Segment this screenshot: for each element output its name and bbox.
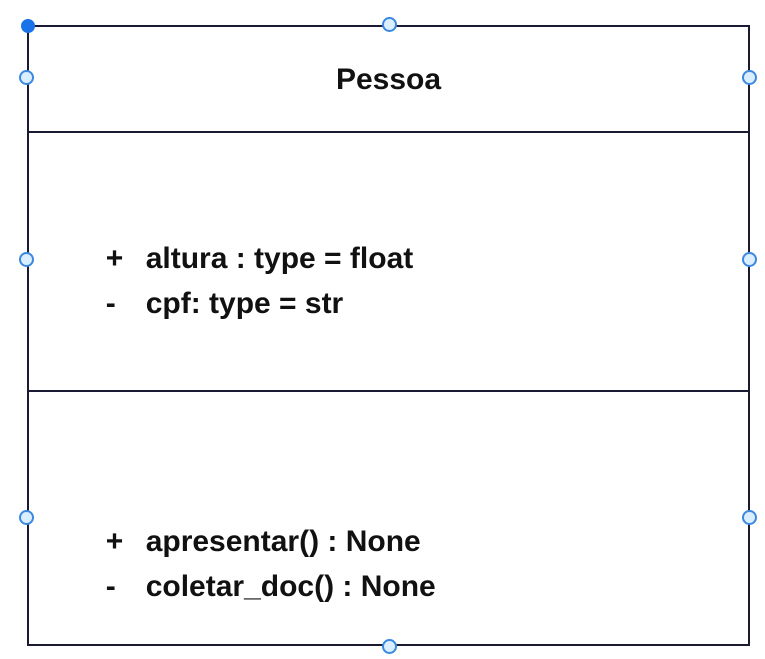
method-row[interactable]: -coletar_doc() : None bbox=[39, 533, 436, 641]
top-resize-handle[interactable] bbox=[382, 17, 397, 32]
right-resize-handle-upper[interactable] bbox=[742, 70, 757, 85]
attribute-text: altura : type = float bbox=[145, 242, 414, 275]
attribute-text: cpf: type = str bbox=[145, 287, 344, 320]
left-resize-handle-lower[interactable] bbox=[19, 510, 34, 525]
method-text: coletar_doc() : None bbox=[145, 570, 436, 603]
attribute-row[interactable]: + altura : type = float bbox=[39, 205, 414, 313]
selected-corner-handle[interactable] bbox=[21, 19, 35, 33]
methods-compartment: + apresentar() : None -coletar_doc() : No… bbox=[29, 392, 748, 644]
right-resize-handle-middle[interactable] bbox=[742, 252, 757, 267]
left-resize-handle-upper[interactable] bbox=[19, 70, 34, 85]
left-resize-handle-middle[interactable] bbox=[19, 252, 34, 267]
uml-class-box[interactable]: Pessoa +altura : type = float -cpf: type… bbox=[27, 25, 750, 646]
visibility-marker: + bbox=[105, 525, 124, 558]
method-row[interactable]: + apresentar() : None bbox=[39, 488, 421, 596]
class-name[interactable]: Pessoa bbox=[335, 63, 442, 96]
class-name-compartment: Pessoa bbox=[29, 27, 748, 133]
right-resize-handle-lower[interactable] bbox=[742, 510, 757, 525]
method-text: apresentar() : None bbox=[145, 525, 421, 558]
attributes-compartment: + altura : type = float -cpf: type = str bbox=[29, 133, 748, 392]
visibility-marker: - bbox=[105, 570, 116, 603]
visibility-marker: - bbox=[105, 287, 116, 320]
bottom-resize-handle[interactable] bbox=[382, 639, 397, 654]
attribute-row[interactable]: -cpf: type = str bbox=[39, 250, 344, 358]
visibility-marker: + bbox=[105, 242, 124, 275]
